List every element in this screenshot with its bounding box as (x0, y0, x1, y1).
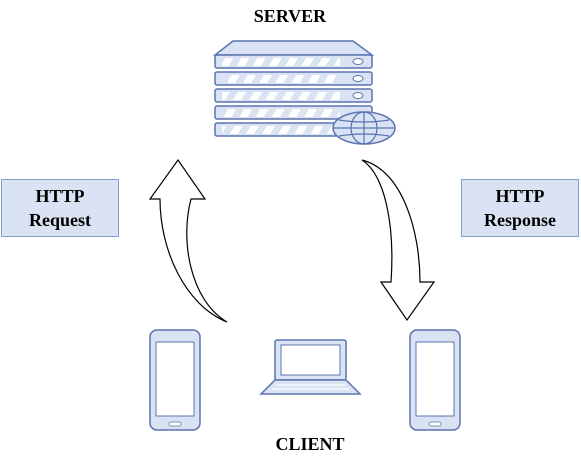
server-unit-4 (214, 105, 373, 120)
http-request-box: HTTP Request (1, 179, 119, 237)
http-request-line2: Request (29, 210, 91, 230)
server-title: SERVER (253, 6, 327, 26)
arrow-down-icon (361, 159, 436, 322)
smartphone-icon-left (149, 329, 201, 431)
server-rack-icon (212, 40, 375, 137)
http-response-line2: Response (483, 210, 556, 230)
server-unit-2 (214, 71, 373, 86)
arrow-up-icon (148, 158, 228, 323)
http-request-line1: HTTP (35, 186, 85, 206)
http-response-box: HTTP Response (461, 179, 579, 237)
laptop-icon (259, 339, 362, 395)
smartphone-icon-right (409, 329, 461, 431)
http-response-line1: HTTP (495, 186, 545, 206)
client-title: CLIENT (275, 434, 345, 454)
server-unit-3 (214, 88, 373, 103)
globe-icon (332, 111, 396, 145)
server-unit-1 (214, 54, 373, 69)
